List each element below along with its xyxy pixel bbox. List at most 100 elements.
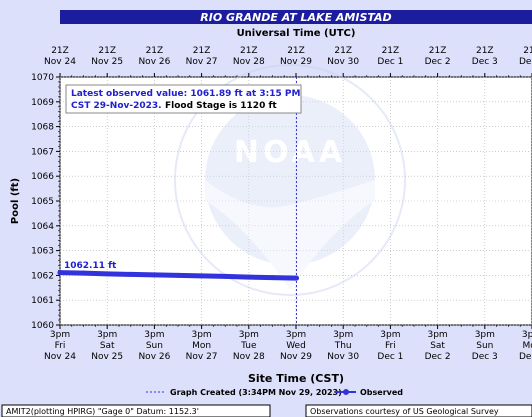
annotation-date: CST 29-Nov-2023. <box>71 101 162 111</box>
noaa-logo-watermark: NOAA <box>174 64 406 296</box>
x-tick-label: 3pm <box>333 330 353 340</box>
top-tick-label: 21Z <box>193 46 211 56</box>
x-tick-label: Sat <box>430 341 445 351</box>
observed-point <box>222 273 228 279</box>
y-tick-label: 1066 <box>31 172 54 182</box>
top-tick-label: 21Z <box>523 46 532 56</box>
x-tick-label: Nov 25 <box>91 352 123 362</box>
top-axis-label: Universal Time (UTC) <box>237 28 356 39</box>
start-value-label: 1062.11 ft <box>64 261 117 271</box>
y-tick-label: 1063 <box>31 247 54 257</box>
title-bar <box>60 10 532 24</box>
x-tick-label: Tue <box>240 341 257 351</box>
top-tick-label: Nov 30 <box>327 57 359 67</box>
x-tick-label: Nov 30 <box>327 352 359 362</box>
x-tick-label: 3pm <box>475 330 495 340</box>
chart-title: RIO GRANDE AT LAKE AMISTAD <box>200 11 391 24</box>
x-tick-label: 3pm <box>380 330 400 340</box>
y-tick-label: 1065 <box>31 197 54 207</box>
legend-observed: Observed <box>360 388 403 397</box>
x-tick-label: Mon <box>523 341 532 351</box>
x-tick-label: Mon <box>192 341 211 351</box>
observed-point <box>104 271 110 277</box>
top-tick-label: 21Z <box>98 46 116 56</box>
top-tick-label: 21Z <box>429 46 447 56</box>
footer-left-note: AMIT2(plotting HPIRG) "Gage 0" Datum: 11… <box>6 407 199 416</box>
x-tick-label: Sun <box>476 341 493 351</box>
y-axis-ticks: 1060106110621063106410651066106710681069… <box>31 73 60 331</box>
footer-left-box <box>1 404 271 417</box>
observed-point <box>175 272 181 278</box>
x-tick-label: Nov 28 <box>233 352 265 362</box>
legend-graph-created: Graph Created (3:34PM Nov 29, 2023) <box>170 388 342 397</box>
x-tick-label: Dec 2 <box>425 352 451 362</box>
x-tick-label: Dec 1 <box>377 352 403 362</box>
top-tick-label: Dec 4 <box>519 57 532 67</box>
observed-point <box>151 272 157 278</box>
footer-right-note: Observations courtesy of US Geological S… <box>310 407 499 416</box>
observed-point <box>57 270 63 276</box>
series-layer <box>57 270 299 281</box>
y-tick-label: 1070 <box>31 73 54 83</box>
observed-point <box>199 273 205 279</box>
x-axis-label: Site Time (CST) <box>248 372 344 385</box>
x-tick-label: 3pm <box>97 330 117 340</box>
y-axis-label: Pool (ft) <box>10 178 21 224</box>
top-tick-label: Nov 28 <box>233 57 265 67</box>
x-tick-label: Sat <box>100 341 115 351</box>
observed-point <box>128 271 134 277</box>
x-tick-label: Dec 4 <box>519 352 532 362</box>
svg-text:NOAA: NOAA <box>234 135 346 170</box>
top-tick-label: Dec 1 <box>377 57 403 67</box>
top-tick-label: Nov 24 <box>44 57 76 67</box>
y-tick-label: 1060 <box>31 321 54 331</box>
top-tick-label: Nov 29 <box>280 57 312 67</box>
x-tick-label: 3pm <box>239 330 259 340</box>
top-tick-label: Nov 26 <box>138 57 170 67</box>
x-tick-label: Dec 3 <box>472 352 498 362</box>
x-tick-label: 3pm <box>522 330 532 340</box>
x-tick-label: Wed <box>286 341 306 351</box>
y-tick-label: 1064 <box>31 222 54 232</box>
y-tick-label: 1069 <box>31 98 54 108</box>
observed-point <box>246 274 252 280</box>
x-tick-label: Sun <box>146 341 163 351</box>
x-tick-label: 3pm <box>286 330 306 340</box>
legend-observed-marker <box>343 389 349 395</box>
y-tick-label: 1061 <box>31 296 54 306</box>
x-tick-label: Thu <box>334 341 352 351</box>
annotation-box <box>65 84 302 114</box>
top-tick-label: 21Z <box>382 46 400 56</box>
x-tick-label: 3pm <box>191 330 211 340</box>
top-tick-label: Nov 25 <box>91 57 123 67</box>
x-tick-label: Fri <box>385 341 396 351</box>
observed-point <box>293 275 299 281</box>
top-tick-label: 21Z <box>476 46 494 56</box>
x-tick-label: Nov 26 <box>138 352 170 362</box>
x-tick-label: Fri <box>55 341 66 351</box>
annotation-latest: Latest observed value: 1061.89 ft at 3:1… <box>71 89 300 99</box>
top-tick-label: 21Z <box>51 46 69 56</box>
x-tick-label: 3pm <box>427 330 447 340</box>
x-tick-label: Nov 29 <box>280 352 312 362</box>
y-tick-label: 1068 <box>31 123 54 133</box>
x-tick-label: 3pm <box>50 330 70 340</box>
y-tick-label: 1067 <box>31 147 54 157</box>
top-tick-label: Nov 27 <box>186 57 218 67</box>
annotation-flood-stage: Flood Stage is 1120 ft <box>165 101 277 111</box>
x-tick-label: Nov 27 <box>186 352 218 362</box>
top-tick-label: 21Z <box>334 46 352 56</box>
observed-point <box>269 275 275 281</box>
x-tick-label: Nov 24 <box>44 352 76 362</box>
top-tick-label: 21Z <box>287 46 305 56</box>
footer-right-box <box>305 404 532 417</box>
top-tick-label: 21Z <box>240 46 258 56</box>
observed-point <box>81 270 87 276</box>
top-tick-label: 21Z <box>146 46 164 56</box>
top-tick-label: Dec 2 <box>425 57 451 67</box>
top-tick-label: Dec 3 <box>472 57 498 67</box>
